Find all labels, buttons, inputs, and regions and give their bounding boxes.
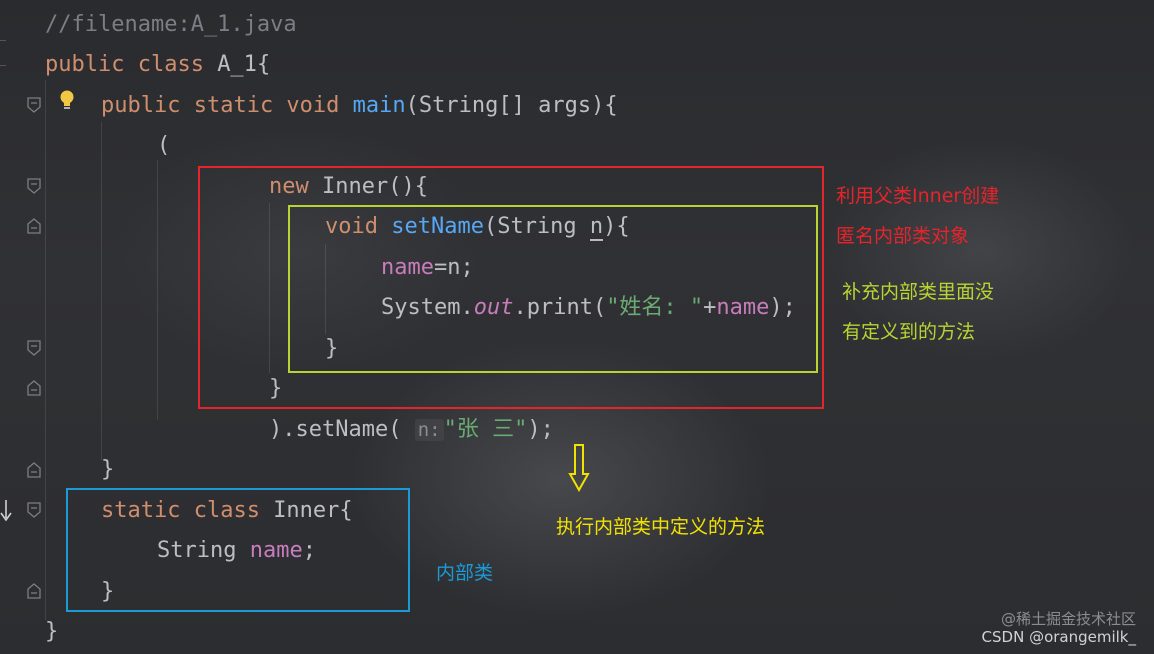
indent-guide <box>157 160 158 420</box>
blue-highlight-box <box>66 488 410 612</box>
code-line-field-decl: String name; <box>157 536 316 566</box>
assignment: =n; <box>433 255 474 280</box>
juejin-watermark: @稀土掘金技术社区 <box>1000 610 1136 628</box>
field-name: name <box>381 255 434 280</box>
code-line-paren: ( <box>157 131 170 161</box>
punctuation: ( <box>157 133 171 158</box>
method-call: ).setName( <box>269 417 402 442</box>
brace: } <box>45 619 59 644</box>
indent-guide <box>325 244 326 334</box>
code-line-close-inner: } <box>101 577 114 607</box>
red-annotation-line1: 利用父类Inner创建 <box>836 185 1000 207</box>
implementation-arrow-icon[interactable] <box>0 498 12 524</box>
punctuation: ; <box>302 538 316 563</box>
fold-marker-icon[interactable] <box>27 462 41 478</box>
param-type: (String <box>483 214 590 239</box>
method-name: main <box>352 93 406 118</box>
indent-guide <box>101 122 102 460</box>
fold-marker-icon[interactable] <box>27 178 41 194</box>
yellow-annotation: 执行内部类中定义的方法 <box>556 516 766 538</box>
fold-marker-icon[interactable] <box>27 340 41 356</box>
params: (String[] args){ <box>405 93 618 118</box>
keyword: static class <box>101 498 274 523</box>
green-highlight-box <box>288 205 818 373</box>
code-line-print: System.out.print("姓名: "+name); <box>381 293 796 323</box>
string-literal: "姓名: " <box>606 295 704 320</box>
watermark: @稀土掘金技术社区 CSDN @orangemilk_ <box>982 610 1136 646</box>
comment-text: //filename:A_1.java <box>45 12 297 37</box>
fold-marker-icon[interactable] <box>27 502 41 518</box>
field-name: name <box>716 295 770 320</box>
punctuation: ); <box>527 417 554 442</box>
operator: + <box>703 295 717 320</box>
param-name[interactable]: n <box>589 214 604 241</box>
method-call: .print( <box>513 295 607 320</box>
down-arrow-icon <box>568 444 590 493</box>
code-line-close-anon: } <box>269 374 282 404</box>
code-line-assign: name=n; <box>381 253 474 283</box>
green-annotation-line2: 有定义到的方法 <box>842 321 976 343</box>
brace: } <box>269 376 283 401</box>
string-literal: "张 三" <box>443 417 528 442</box>
class-name: Inner{ <box>273 498 353 523</box>
param-hint: n: <box>414 419 444 441</box>
green-annotation-line1: 补充内部类里面没 <box>842 281 995 303</box>
code-line-call-setname: ).setName( n:"张 三"); <box>269 415 554 445</box>
code-line-class-decl: public class A_1{ <box>45 50 270 80</box>
code-line-new-inner: new Inner(){ <box>269 172 428 202</box>
keyword: void <box>325 214 392 239</box>
code-line-close-method: } <box>325 334 338 364</box>
blue-annotation: 内部类 <box>436 562 494 584</box>
field-name: name <box>249 538 303 563</box>
keyword: new <box>269 174 322 199</box>
code-comment-line: //filename:A_1.java <box>45 10 297 40</box>
gutter-tick <box>0 65 6 67</box>
indent-guide <box>269 203 270 373</box>
fold-marker-icon[interactable] <box>27 583 41 599</box>
punctuation: { <box>256 52 271 77</box>
code-line-close-class: } <box>45 617 58 647</box>
brace: } <box>325 336 339 361</box>
punctuation: ){ <box>603 214 630 239</box>
fold-marker-icon[interactable] <box>27 97 41 113</box>
code-line-setname-decl: void setName(String n){ <box>325 212 630 242</box>
brace: } <box>101 457 115 482</box>
code-line-main-decl: public static void main(String[] args){ <box>101 91 618 121</box>
red-annotation-line2: 匿名内部类对象 <box>836 225 970 247</box>
csdn-watermark: CSDN @orangemilk_ <box>981 628 1136 646</box>
keyword: public static void <box>101 93 353 118</box>
lightbulb-icon[interactable] <box>56 89 78 111</box>
method-name: setName <box>391 214 484 239</box>
punctuation: ); <box>769 295 796 320</box>
gutter-tick <box>0 40 6 42</box>
editor-gutter <box>0 0 44 654</box>
keyword: public class <box>45 52 218 77</box>
fold-marker-icon[interactable] <box>27 380 41 396</box>
code-line-inner-decl: static class Inner{ <box>101 496 353 526</box>
fold-marker-icon[interactable] <box>27 218 41 234</box>
indent-guide <box>45 80 46 620</box>
class-ref: System. <box>381 295 474 320</box>
class-name: A_1 <box>217 52 257 77</box>
brace: } <box>101 579 115 604</box>
constructor-call: Inner(){ <box>321 174 428 199</box>
static-field: out <box>473 295 514 320</box>
code-line-close-main: } <box>101 455 114 485</box>
field-type: String <box>157 538 250 563</box>
red-highlight-box <box>198 166 824 409</box>
